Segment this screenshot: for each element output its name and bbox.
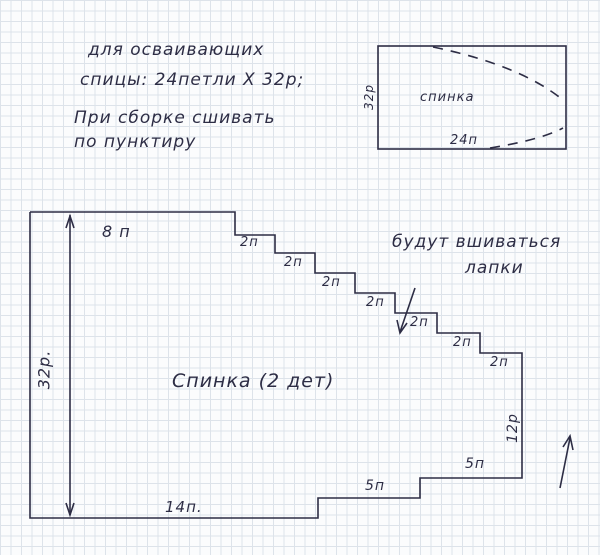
step-label: 2п xyxy=(366,295,385,310)
bottom-step-label: 5п xyxy=(465,456,486,472)
note-line-1: для осваивающих xyxy=(88,40,265,60)
annotation-line-2: лапки xyxy=(465,258,524,278)
step-label: 2п xyxy=(490,355,509,370)
step-label: 2п xyxy=(322,275,341,290)
step-label: 2п xyxy=(240,235,259,250)
mini-width-label: 24п xyxy=(450,133,479,148)
step-label: 2п xyxy=(410,315,429,330)
mini-title: спинка xyxy=(420,90,475,105)
annotation-line-1: будут вшиваться xyxy=(392,232,562,252)
top-label: 8 п xyxy=(102,222,131,241)
direction-arrow xyxy=(559,433,574,489)
note-line-3: При сборке сшивать xyxy=(74,108,276,128)
note-line-2: спицы: 24петли Х 32р; xyxy=(80,70,305,90)
main-title: Спинка (2 дет) xyxy=(172,370,335,392)
main-pattern-outline xyxy=(29,211,523,519)
step-label: 2п xyxy=(284,255,303,270)
note-line-4: по пунктиру xyxy=(74,132,197,152)
mini-height-label: 32р xyxy=(361,84,376,110)
annotation-arrow xyxy=(396,287,416,335)
mini-seam-dashed-bottom xyxy=(489,127,564,149)
mini-seam-dashed-top xyxy=(432,46,564,101)
bottom-label: 14п. xyxy=(165,498,203,516)
mini-pattern-outline xyxy=(377,45,567,150)
right-label: 12р xyxy=(504,413,521,443)
bottom-step-label: 5п xyxy=(365,478,386,494)
step-label: 2п xyxy=(453,335,472,350)
main-height-label: 32р. xyxy=(34,349,54,390)
dimension-arrows xyxy=(65,213,75,518)
